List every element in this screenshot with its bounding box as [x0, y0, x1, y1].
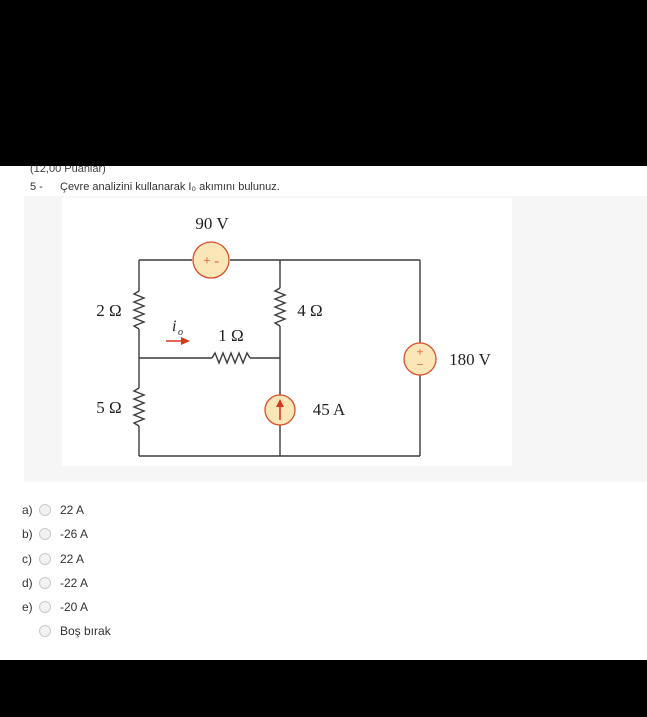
resistor-2-ohm — [132, 290, 146, 330]
option-label[interactable]: Boş bırak — [60, 624, 111, 638]
label-1-ohm: 1 Ω — [218, 326, 243, 345]
radio-button[interactable] — [39, 553, 51, 565]
label-4-ohm: 4 Ω — [297, 301, 322, 320]
option-e[interactable]: e) -20 A — [22, 598, 88, 616]
label-io: i — [172, 318, 176, 335]
option-b[interactable]: b) -26 A — [22, 525, 88, 543]
question-number: 5 - — [30, 181, 43, 193]
voltage-source-180v — [403, 342, 437, 376]
label-io-sub: o — [178, 327, 183, 338]
radio-button[interactable] — [39, 577, 51, 589]
circuit-diagram: + - + − 90 V 2 Ω 5 Ω 1 Ω 4 Ω 180 V 45 A … — [96, 214, 492, 457]
label-180v: 180 V — [449, 350, 491, 369]
radio-button[interactable] — [39, 504, 51, 516]
label-45a: 45 A — [313, 400, 346, 419]
voltage-source-90v — [192, 241, 230, 279]
option-d[interactable]: d) -22 A — [22, 574, 88, 592]
label-5-ohm: 5 Ω — [96, 398, 121, 417]
option-c[interactable]: c) 22 A — [22, 550, 84, 568]
circuit-figure: + - + − 90 V 2 Ω 5 Ω 1 Ω 4 Ω 180 V 45 A … — [62, 198, 512, 466]
option-label[interactable]: 22 A — [60, 552, 85, 566]
resistor-4-ohm — [273, 287, 287, 327]
option-letter: b) — [22, 527, 33, 541]
source-180v-minus: − — [416, 357, 423, 372]
resistor-5-ohm — [132, 387, 146, 427]
option-letter: a) — [22, 503, 33, 517]
option-label[interactable]: 22 A — [60, 503, 85, 517]
option-letter: e) — [22, 600, 33, 614]
radio-button[interactable] — [39, 528, 51, 540]
option-letter: c) — [22, 552, 32, 566]
option-a[interactable]: a) 22 A — [22, 501, 84, 519]
points-label: (12,00 Puanlar) — [30, 166, 106, 175]
label-2-ohm: 2 Ω — [96, 301, 121, 320]
question-text: Çevre analizini kullanarak I₀ akımını bu… — [60, 181, 280, 193]
option-letter: d) — [22, 576, 33, 590]
option-leave-blank[interactable]: Boş bırak — [22, 622, 111, 640]
radio-button[interactable] — [39, 601, 51, 613]
radio-button[interactable] — [39, 625, 51, 637]
current-source-arrowhead — [276, 399, 284, 407]
current-arrowhead — [181, 337, 190, 345]
resistor-1-ohm — [211, 351, 251, 365]
label-90v: 90 V — [195, 214, 229, 233]
source-90v-polarity: + - — [203, 254, 219, 269]
option-label[interactable]: -20 A — [60, 600, 89, 614]
source-180v-plus: + — [416, 344, 423, 359]
question-line: 5 - Çevre analizini kullanarak I₀ akımını… — [30, 181, 280, 193]
question-panel: (12,00 Puanlar) 5 - Çevre analizini kulla… — [0, 166, 647, 660]
option-label[interactable]: -22 A — [60, 576, 89, 590]
option-label[interactable]: -26 A — [60, 527, 89, 541]
